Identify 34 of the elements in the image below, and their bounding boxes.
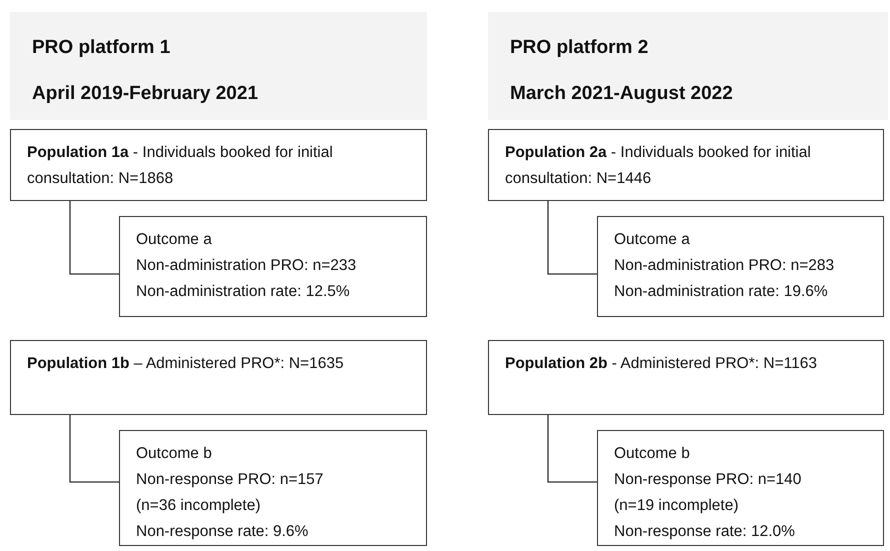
box-text: Population 1b – Administered PRO*: N=1635 — [27, 354, 345, 374]
outcome-title: Outcome b — [136, 444, 213, 464]
box-text: Population 1a - Individuals booked for initial consultation: N=1868 — [27, 143, 334, 189]
outcome-title: Outcome a — [614, 230, 691, 250]
outcome-title: Outcome b — [614, 444, 691, 464]
box-text: Non-administration PRO: n=283 — [614, 256, 836, 276]
box-text: Non-response rate: 9.6% — [136, 522, 310, 542]
outcome-box — [597, 430, 884, 546]
box-text: Non-administration PRO: n=233 — [136, 256, 358, 276]
connector-line — [547, 415, 597, 483]
population-box — [488, 340, 884, 415]
connector-line — [69, 201, 119, 275]
population-box — [10, 129, 427, 201]
box-text: Non-response PRO: n=157 — [136, 470, 324, 490]
connector-line — [547, 201, 597, 275]
box-text: Non-administration rate: 19.6% — [614, 282, 829, 302]
date-range: April 2019-February 2021 — [32, 82, 260, 106]
header-title: PRO platform 2 — [510, 36, 650, 60]
box-text: Non-response PRO: n=140 — [614, 470, 802, 490]
header-title: PRO platform 1 — [32, 36, 172, 60]
outcome-title: Outcome a — [136, 230, 213, 250]
population-box — [10, 340, 427, 415]
box-text: (n=36 incomplete) — [136, 496, 262, 516]
box-text: Population 2a - Individuals booked for initial consultation: N=1446 — [505, 143, 812, 189]
box-text: Population 2b - Administered PRO*: N=1163 — [505, 354, 818, 374]
outcome-box — [119, 216, 427, 317]
outcome-box — [119, 430, 427, 546]
box-text: (n=19 incomplete) — [614, 496, 740, 516]
box-text: Non-administration rate: 12.5% — [136, 282, 351, 302]
outcome-box — [597, 216, 884, 317]
box-text: Non-response rate: 12.0% — [614, 522, 796, 542]
population-box — [488, 129, 884, 201]
date-range: March 2021-August 2022 — [510, 82, 734, 106]
connector-line — [69, 415, 119, 483]
